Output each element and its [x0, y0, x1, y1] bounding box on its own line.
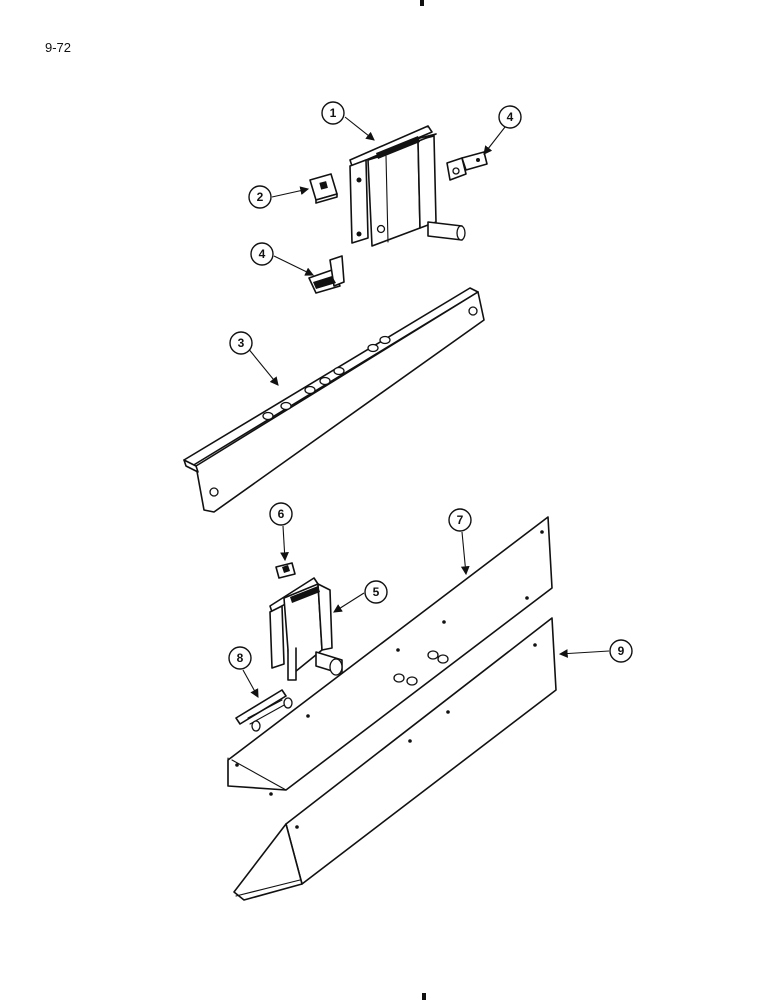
- svg-text:9: 9: [618, 644, 625, 658]
- leader-6: [280, 525, 289, 562]
- leader-5: [333, 592, 365, 613]
- leader-4-lower: [273, 255, 314, 276]
- part-4-angle-clip-upper: [446, 151, 488, 181]
- part-6-square-washer: [275, 562, 296, 579]
- svg-text:8: 8: [237, 651, 244, 665]
- part-4-angle-clip-lower: [308, 255, 345, 294]
- part-8-pin-plate: [235, 689, 293, 732]
- part-5-socket-bracket: [269, 577, 343, 681]
- svg-text:2: 2: [257, 190, 264, 204]
- top-edge-mark: [420, 0, 424, 6]
- callout-6: 6: [269, 502, 293, 526]
- callout-5: 5: [364, 580, 388, 604]
- callout-7: 7: [448, 508, 472, 532]
- callout-1: 1: [321, 101, 345, 125]
- leader-2: [271, 186, 310, 198]
- part-1-socket-bracket: [349, 125, 466, 247]
- part-3-angle-bar: [183, 287, 485, 513]
- leader-4-upper: [483, 126, 506, 155]
- bottom-edge-mark: [422, 993, 426, 1000]
- callout-3: 3: [229, 331, 253, 355]
- leader-3: [246, 346, 279, 386]
- page-number: 9-72: [45, 40, 72, 55]
- part-9-angle-plate: [233, 617, 557, 901]
- leader-7: [460, 531, 470, 576]
- callout-4-lower: 4: [250, 242, 274, 266]
- svg-text:4: 4: [507, 110, 514, 124]
- callout-8: 8: [228, 646, 252, 670]
- svg-text:1: 1: [330, 106, 337, 120]
- callout-9: 9: [609, 639, 633, 663]
- leader-1: [344, 116, 375, 141]
- svg-text:4: 4: [259, 247, 266, 261]
- svg-text:3: 3: [238, 336, 245, 350]
- part-7-long-plate: [227, 516, 553, 796]
- svg-text:6: 6: [278, 507, 285, 521]
- callout-2: 2: [248, 185, 272, 209]
- leader-8: [242, 669, 259, 698]
- callout-4-upper: 4: [498, 105, 522, 129]
- svg-text:7: 7: [457, 513, 464, 527]
- svg-text:5: 5: [373, 585, 380, 599]
- leader-9: [558, 649, 610, 658]
- part-2-square-washer: [309, 173, 338, 204]
